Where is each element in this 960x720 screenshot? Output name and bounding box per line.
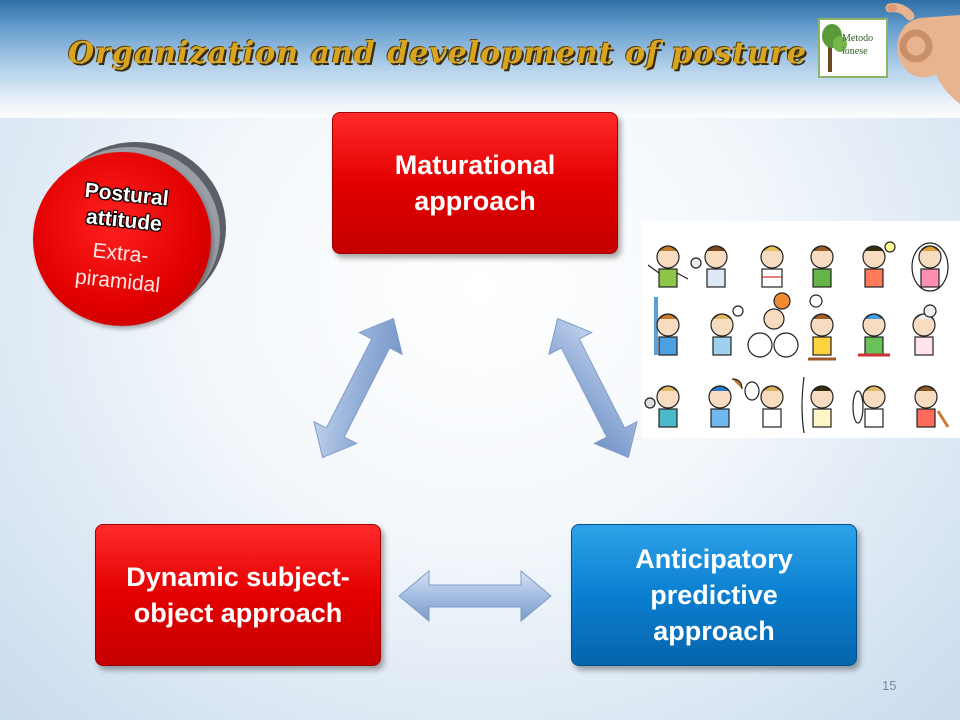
double-arrow-left-diagonal — [313, 317, 403, 459]
children-clipart-grid — [644, 241, 950, 434]
maturational-approach-box: Maturational approach — [332, 112, 618, 254]
kid-figure — [747, 292, 799, 358]
kid-figure — [744, 381, 784, 428]
kid-figure — [644, 385, 680, 428]
page-number: 15 — [882, 678, 897, 693]
logo-line-1: Metodo — [842, 33, 874, 44]
kid-figure — [862, 241, 896, 288]
ok-hand-icon — [885, 3, 960, 104]
logo-line-2: ionese — [842, 46, 868, 57]
anticipatory-predictive-approach-box: Anticipatory predictive approach — [571, 524, 857, 666]
kid-figure — [647, 245, 689, 288]
kid-figure — [852, 385, 886, 428]
kid-figure — [654, 297, 680, 356]
header-glow — [0, 78, 960, 118]
kid-figure — [858, 313, 890, 357]
metodo-ionese-logo: Metodo ionese — [818, 18, 888, 78]
kid-figure — [808, 313, 836, 361]
kid-figure — [708, 378, 743, 428]
logo-text: Metodo ionese — [842, 32, 873, 58]
kid-figure — [760, 245, 784, 288]
kid-figure — [912, 304, 937, 356]
kid-figure — [914, 385, 950, 428]
dynamic-subject-object-approach-box: Dynamic subject-object approach — [95, 524, 381, 666]
tree-icon — [822, 24, 847, 72]
children-sports-illustration — [642, 221, 960, 438]
postural-attitude-disc: Postural attitude Extra- piramidal — [33, 152, 211, 326]
kid-figure — [690, 245, 728, 288]
slide-title: Organization and development of posture — [68, 36, 807, 71]
kid-figure — [801, 376, 834, 434]
kid-figure — [911, 242, 949, 292]
kid-figure — [809, 245, 834, 308]
kid-figure — [710, 305, 744, 356]
double-arrow-right-diagonal — [548, 317, 638, 459]
double-arrow-horizontal — [398, 569, 552, 623]
